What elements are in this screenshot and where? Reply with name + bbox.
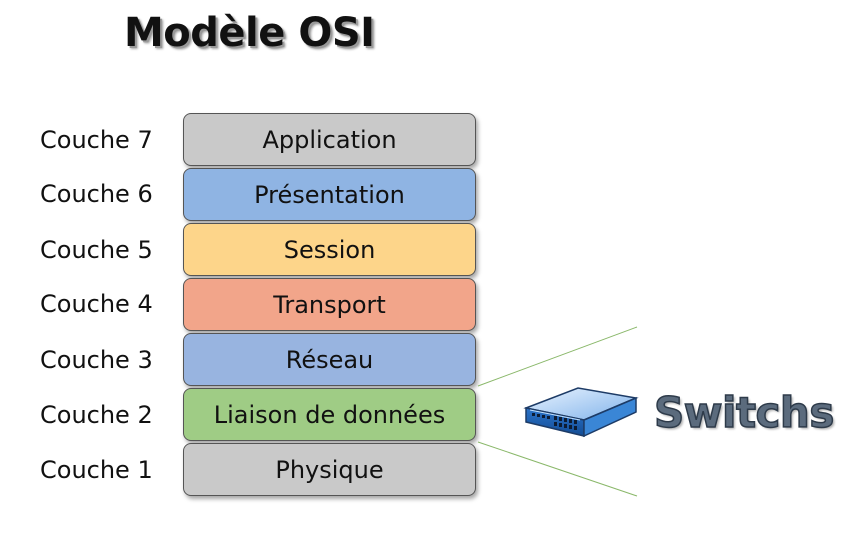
layer-box-session: Session [183,223,476,276]
switchs-label: Switchs [653,387,835,438]
layer-box-presentation: Présentation [183,168,476,221]
layer-label-7: Couche 7 [40,126,153,154]
diagram-title: Modèle OSI [124,10,375,56]
layer-label-2: Couche 2 [40,401,153,429]
layer-box-transport: Transport [183,278,476,331]
layer-box-physique: Physique [183,443,476,496]
layer-box-application: Application [183,113,476,166]
network-switch-icon [523,387,639,438]
connector-line-bottom [477,441,638,497]
layer-box-reseau: Réseau [183,333,476,386]
connector-line-top [477,326,638,387]
layer-box-liaison: Liaison de données [183,388,476,441]
layer-label-3: Couche 3 [40,346,153,374]
layer-label-5: Couche 5 [40,236,153,264]
layer-label-4: Couche 4 [40,290,153,318]
layer-label-1: Couche 1 [40,456,153,484]
layer-label-6: Couche 6 [40,180,153,208]
